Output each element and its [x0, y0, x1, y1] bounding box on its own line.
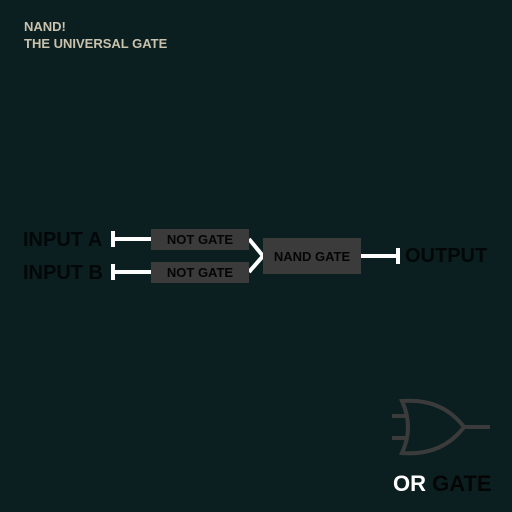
result-word-or: OR	[393, 471, 426, 496]
input-a-label: INPUT A	[23, 229, 103, 251]
not-gate-top[interactable]: NOT GATE	[151, 229, 249, 250]
merge-wire-bottom	[247, 254, 265, 274]
nand-gate[interactable]: NAND GATE	[263, 238, 361, 274]
output-label: OUTPUT	[405, 245, 488, 267]
result-word-gate: GATE	[432, 471, 492, 496]
title-line-2: THE UNIVERSAL GATE	[24, 36, 168, 51]
page-title: NAND! THE UNIVERSAL GATE	[24, 18, 167, 52]
not-gate-bottom[interactable]: NOT GATE	[151, 262, 249, 283]
merge-wire-top	[247, 237, 265, 258]
title-line-1: NAND!	[24, 19, 66, 34]
or-gate-icon	[392, 398, 490, 456]
result-label: OR GATE	[393, 471, 492, 497]
input-b-label: INPUT B	[23, 262, 103, 284]
